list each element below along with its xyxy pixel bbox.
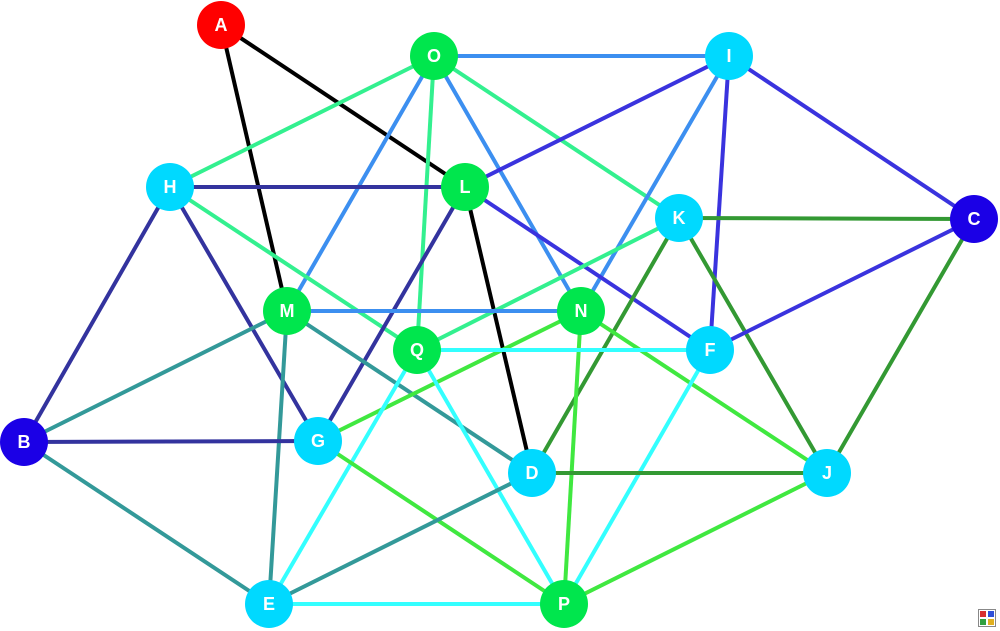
node-label-a: A [215, 15, 228, 35]
node-label-q: Q [410, 340, 424, 360]
edge-i-c [727, 54, 976, 221]
node-e: E [245, 580, 293, 628]
edge-a-m [219, 24, 289, 312]
edge-m-e [267, 310, 289, 605]
edge-o-h [169, 54, 435, 189]
edge-h-g [168, 185, 320, 443]
node-circle-q [393, 326, 441, 374]
edge-j-p [563, 471, 828, 606]
edge-b-g [23, 439, 319, 444]
node-a: A [197, 1, 245, 49]
edge-i-n [579, 54, 731, 313]
node-label-j: J [822, 463, 832, 483]
node-circle-l [441, 163, 489, 211]
edge-l-f [463, 185, 712, 352]
node-label-f: F [705, 340, 716, 360]
edge-k-c [678, 216, 975, 221]
node-label-l: L [460, 177, 471, 197]
edge-o-q [415, 55, 436, 351]
node-circle-g [294, 417, 342, 465]
edge-l-g [316, 185, 467, 443]
node-circle-d [508, 449, 556, 497]
edge-o-k [432, 54, 681, 220]
node-label-o: O [427, 46, 441, 66]
node-label-c: C [968, 209, 981, 229]
edge-k-d [530, 217, 681, 474]
node-i: I [705, 32, 753, 80]
edge-c-j [825, 217, 976, 475]
node-circle-j [803, 449, 851, 497]
edge-g-p [316, 439, 566, 606]
edge-h-q [168, 185, 419, 352]
edge-q-e [267, 348, 419, 606]
node-n: N [557, 287, 605, 335]
node-circle-o [410, 32, 458, 80]
node-label-m: M [280, 301, 295, 321]
node-d: D [508, 449, 556, 497]
edge-m-b [23, 309, 288, 444]
node-f: F [686, 326, 734, 374]
node-g: G [294, 417, 342, 465]
edge-n-p [562, 310, 583, 605]
edge-b-e [22, 440, 271, 606]
node-m: M [263, 287, 311, 335]
node-o: O [410, 32, 458, 80]
edge-o-m [285, 55, 436, 312]
node-circle-k [655, 194, 703, 242]
node-circle-i [705, 32, 753, 80]
node-h: H [146, 163, 194, 211]
edge-n-g [317, 309, 582, 443]
node-circle-b [0, 418, 48, 466]
node-label-n: N [575, 301, 588, 321]
edge-i-f [708, 55, 731, 351]
edge-d-e [268, 471, 533, 606]
node-q: Q [393, 326, 441, 374]
node-p: P [540, 580, 588, 628]
node-circle-h [146, 163, 194, 211]
node-label-d: D [526, 463, 539, 483]
node-b: B [0, 418, 48, 466]
node-circle-c [950, 195, 998, 243]
node-circle-n [557, 287, 605, 335]
node-label-p: P [558, 594, 570, 614]
edge-o-n [432, 55, 583, 312]
edge-l-d [463, 186, 534, 474]
node-circle-e [245, 580, 293, 628]
node-label-k: K [673, 208, 686, 228]
edge-i-l [464, 54, 730, 189]
node-j: J [803, 449, 851, 497]
node-label-g: G [311, 431, 325, 451]
edge-h-b [22, 186, 172, 443]
node-label-h: H [164, 177, 177, 197]
edge-f-p [562, 349, 712, 605]
edge-q-p [415, 348, 566, 606]
node-k: K [655, 194, 703, 242]
edge-c-f [709, 217, 975, 352]
edge-k-q [416, 216, 680, 352]
node-circle-p [540, 580, 588, 628]
node-circle-m [263, 287, 311, 335]
node-c: C [950, 195, 998, 243]
node-circle-a [197, 1, 245, 49]
node-label-i: I [726, 46, 731, 66]
edge-n-j [579, 309, 829, 475]
edge-k-j [677, 216, 829, 475]
edges-layer [22, 23, 976, 606]
node-label-b: B [18, 432, 31, 452]
app-logo-icon [978, 609, 996, 627]
edge-a-l [219, 23, 467, 189]
node-circle-f [686, 326, 734, 374]
edge-m-d [285, 309, 534, 475]
node-label-e: E [263, 594, 275, 614]
node-l: L [441, 163, 489, 211]
